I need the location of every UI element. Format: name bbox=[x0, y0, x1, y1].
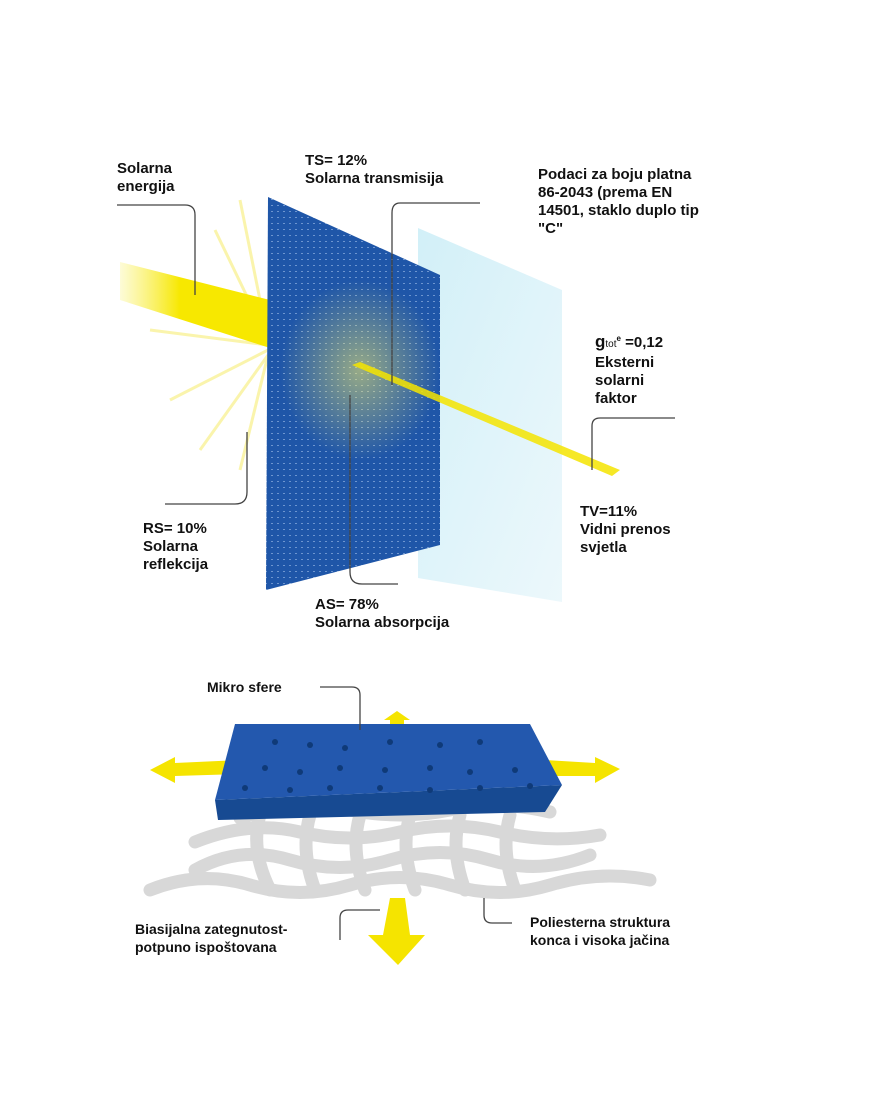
solar-transmission-label: TS= 12% Solarna transmisija bbox=[305, 152, 443, 188]
label-line: svjetla bbox=[580, 539, 627, 556]
label-line: Solarna bbox=[143, 538, 199, 555]
superscript: e bbox=[616, 334, 621, 343]
label-line: Solarna transmisija bbox=[305, 170, 444, 187]
label-line: reflekcija bbox=[143, 556, 209, 573]
polyester-structure-label: Poliesterna struktura konca i visoka jač… bbox=[530, 913, 670, 949]
label-line: Solarna bbox=[117, 160, 173, 177]
label-line: Vidni prenos bbox=[580, 521, 671, 538]
gtot-label: gtote =0,12 Eksterni solarni faktor bbox=[595, 330, 663, 408]
label-line: AS= 78% bbox=[315, 596, 379, 613]
label-line: Biasijalna zategnutost- bbox=[135, 921, 288, 937]
g-symbol: g bbox=[595, 332, 606, 351]
arrow-down-icon bbox=[368, 898, 425, 965]
label-line: potpuno ispoštovana bbox=[135, 939, 277, 955]
leader-lines-bottom bbox=[320, 686, 512, 940]
label-line: Podaci za boju platna bbox=[538, 166, 692, 183]
coated-layer bbox=[215, 724, 562, 820]
value: =0,12 bbox=[620, 334, 664, 351]
label-line: 14501, staklo duplo tip bbox=[538, 202, 699, 219]
label-line: solarni bbox=[595, 372, 645, 389]
label-line: energija bbox=[117, 178, 175, 195]
transmitted-beam bbox=[352, 362, 620, 476]
leader-lines bbox=[117, 202, 675, 585]
label-line: "C" bbox=[538, 220, 564, 237]
subscript: tot bbox=[605, 339, 617, 350]
gtot-value: gtote =0,12 bbox=[595, 330, 663, 354]
visible-transmission-label: TV=11% Vidni prenos svjetla bbox=[580, 503, 671, 557]
label-line: faktor bbox=[595, 390, 637, 407]
solar-reflection-label: RS= 10% Solarna reflekcija bbox=[143, 520, 208, 574]
arrow-right-icon bbox=[545, 757, 620, 783]
solar-diagram bbox=[117, 197, 675, 602]
solar-beam bbox=[120, 262, 270, 348]
label-line: 86-2043 (prema EN bbox=[538, 184, 673, 201]
label-line: Poliesterna struktura bbox=[530, 914, 671, 930]
label-line: TS= 12% bbox=[305, 152, 368, 169]
micro-spheres-label: Mikro sfere bbox=[207, 679, 282, 695]
glass-pane bbox=[418, 228, 562, 602]
solar-absorption-label: AS= 78% Solarna absorpcija bbox=[315, 596, 449, 632]
label-line: RS= 10% bbox=[143, 520, 207, 537]
label-line: Eksterni bbox=[595, 354, 655, 371]
solar-energy-label: Solarna energija bbox=[117, 160, 175, 196]
label-line: konca i visoka jačina bbox=[530, 932, 670, 948]
fabric-data-label: Podaci za boju platna 86-2043 (prema EN … bbox=[538, 166, 699, 238]
label-line: Solarna absorpcija bbox=[315, 614, 450, 631]
label-line: TV=11% bbox=[580, 503, 638, 520]
biaxial-tension-label: Biasijalna zategnutost- potpuno ispoštov… bbox=[135, 920, 287, 956]
absorption-glow bbox=[280, 280, 440, 460]
fabric-structure-diagram bbox=[143, 686, 657, 965]
arrow-left-icon bbox=[150, 757, 240, 783]
